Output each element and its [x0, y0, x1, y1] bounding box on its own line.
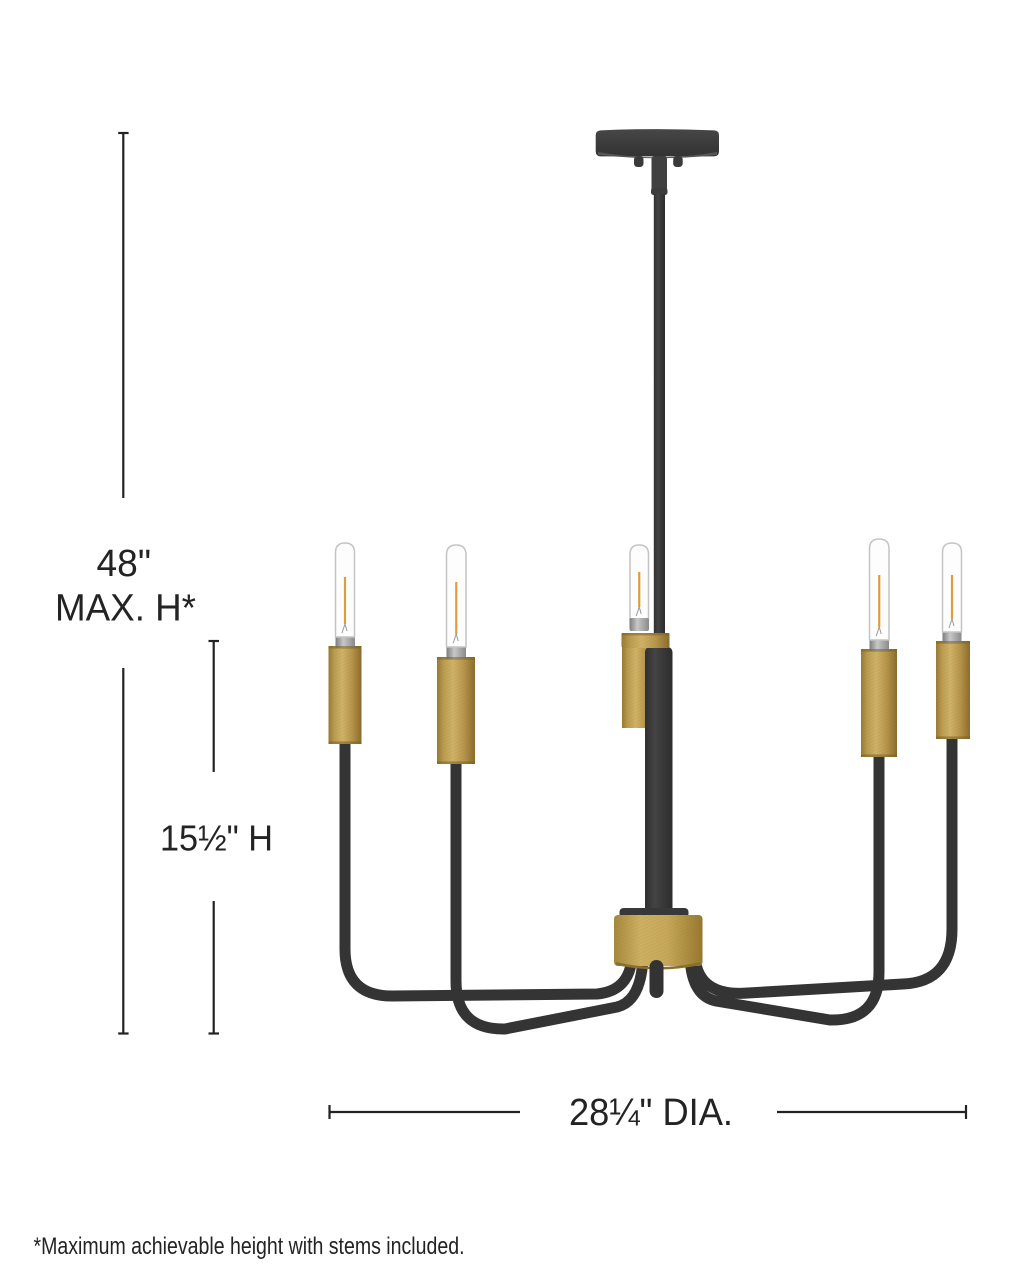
svg-text:MAX. H*: MAX. H* [55, 587, 196, 629]
svg-text:48": 48" [97, 542, 152, 584]
svg-text:*Maximum achievable height wit: *Maximum achievable height with stems in… [34, 1233, 465, 1260]
svg-text:15½" H: 15½" H [160, 817, 273, 858]
svg-text:28¼" DIA.: 28¼" DIA. [569, 1091, 733, 1133]
